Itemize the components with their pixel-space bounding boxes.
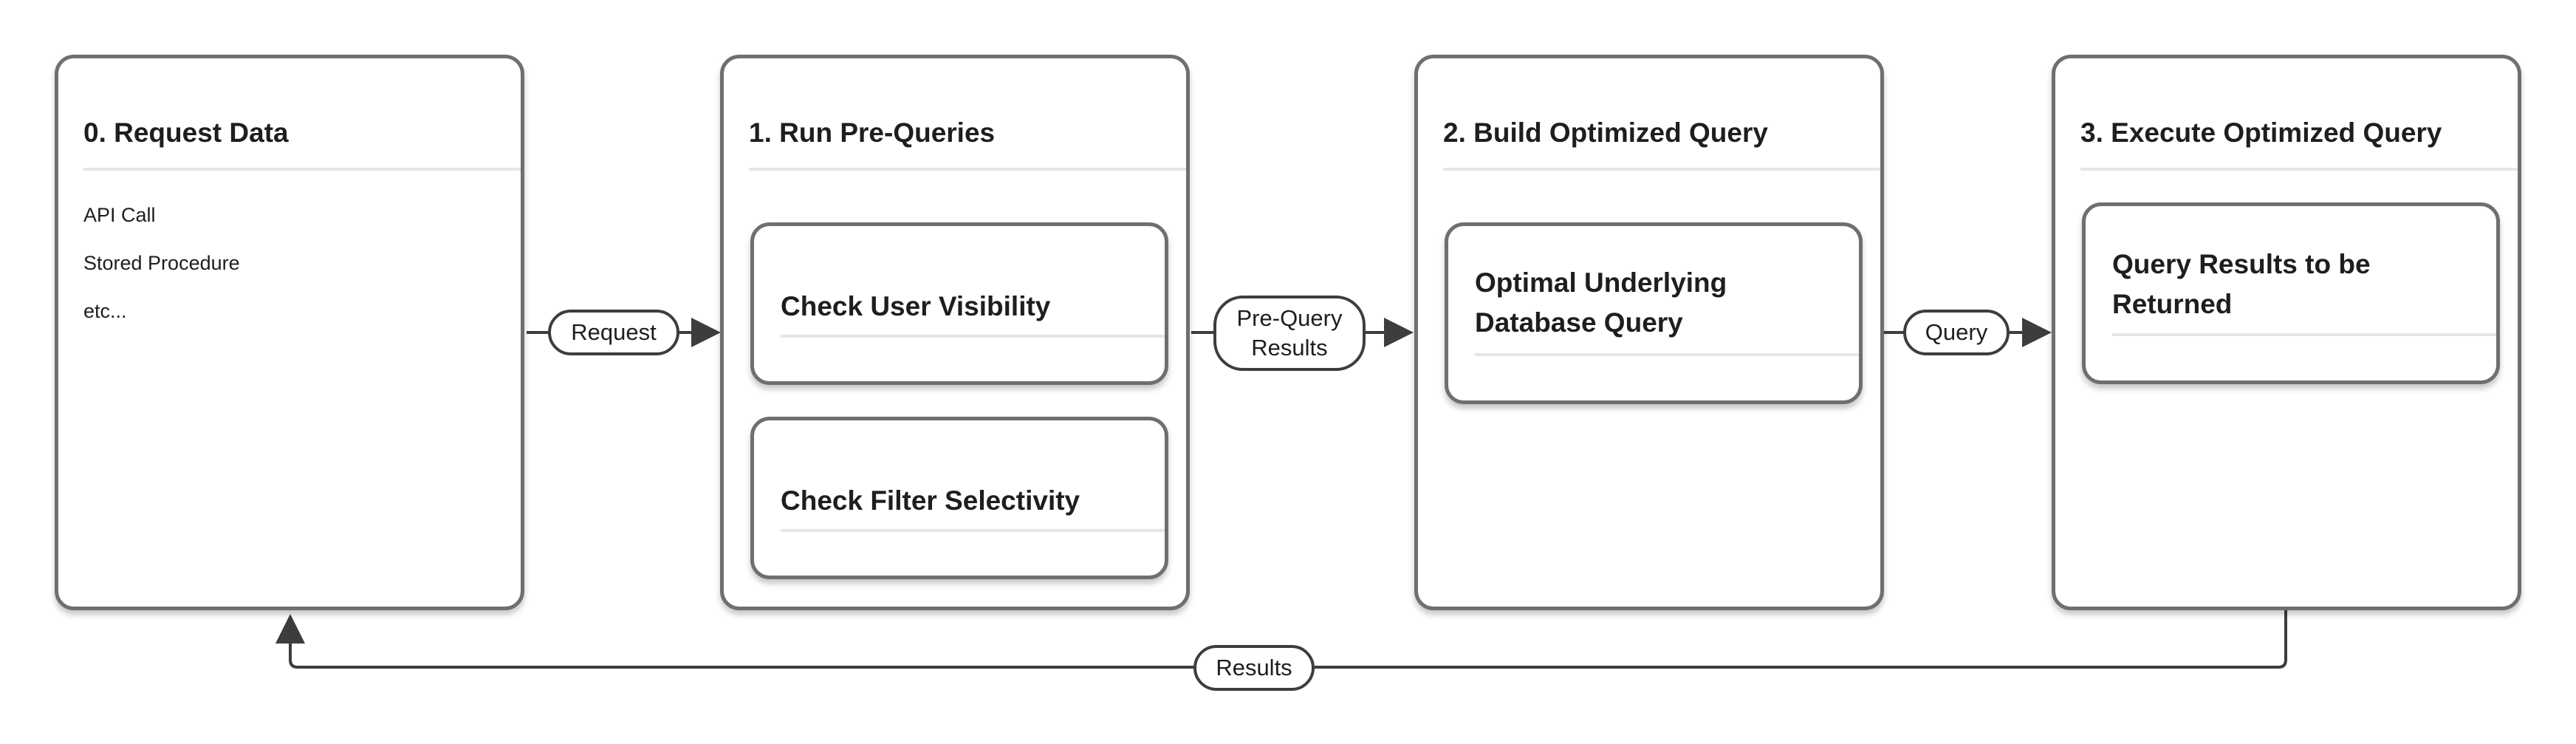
request-source-list: API Call Stored Procedure etc... [83, 191, 240, 335]
stage-request-data: 0. Request Data API Call Stored Procedur… [55, 55, 524, 610]
query-label: Query [1903, 310, 2010, 355]
stage-title: 3. Execute Optimized Query [2080, 117, 2442, 148]
list-item: Stored Procedure [83, 252, 240, 274]
card-check-user-visibility: Check User Visibility [750, 222, 1168, 385]
stage-build-optimized-query: 2. Build Optimized Query Optimal Underly… [1414, 55, 1884, 610]
stage-title: 1. Run Pre-Queries [749, 117, 996, 148]
stage-divider [2080, 168, 2518, 171]
list-item: API Call [83, 204, 156, 226]
stage-title: 2. Build Optimized Query [1443, 117, 1768, 148]
card-title: Query Results to be Returned [2112, 249, 2371, 319]
card-title: Check Filter Selectivity [781, 485, 1080, 516]
card-divider [2112, 333, 2496, 336]
card-title: Check User Visibility [781, 291, 1051, 321]
stage-run-pre-queries: 1. Run Pre-Queries Check User Visibility… [720, 55, 1190, 610]
pre-query-results-label: Pre-Query Results [1213, 296, 1366, 371]
card-check-filter-selectivity: Check Filter Selectivity [750, 417, 1168, 579]
request-label: Request [548, 310, 679, 355]
card-optimal-database-query: Optimal Underlying Database Query [1445, 222, 1863, 404]
stage-divider [83, 168, 521, 171]
card-title: Optimal Underlying Database Query [1475, 267, 1727, 338]
stage-execute-optimized-query: 3. Execute Optimized Query Query Results… [2052, 55, 2521, 610]
stage-divider [1443, 168, 1880, 171]
card-divider [781, 529, 1165, 532]
card-query-results: Query Results to be Returned [2082, 202, 2500, 384]
results-label: Results [1193, 645, 1315, 691]
list-item: etc... [83, 300, 127, 322]
card-divider [1475, 353, 1859, 356]
stage-title: 0. Request Data [83, 117, 289, 148]
card-divider [781, 335, 1165, 338]
stage-divider [749, 168, 1186, 171]
